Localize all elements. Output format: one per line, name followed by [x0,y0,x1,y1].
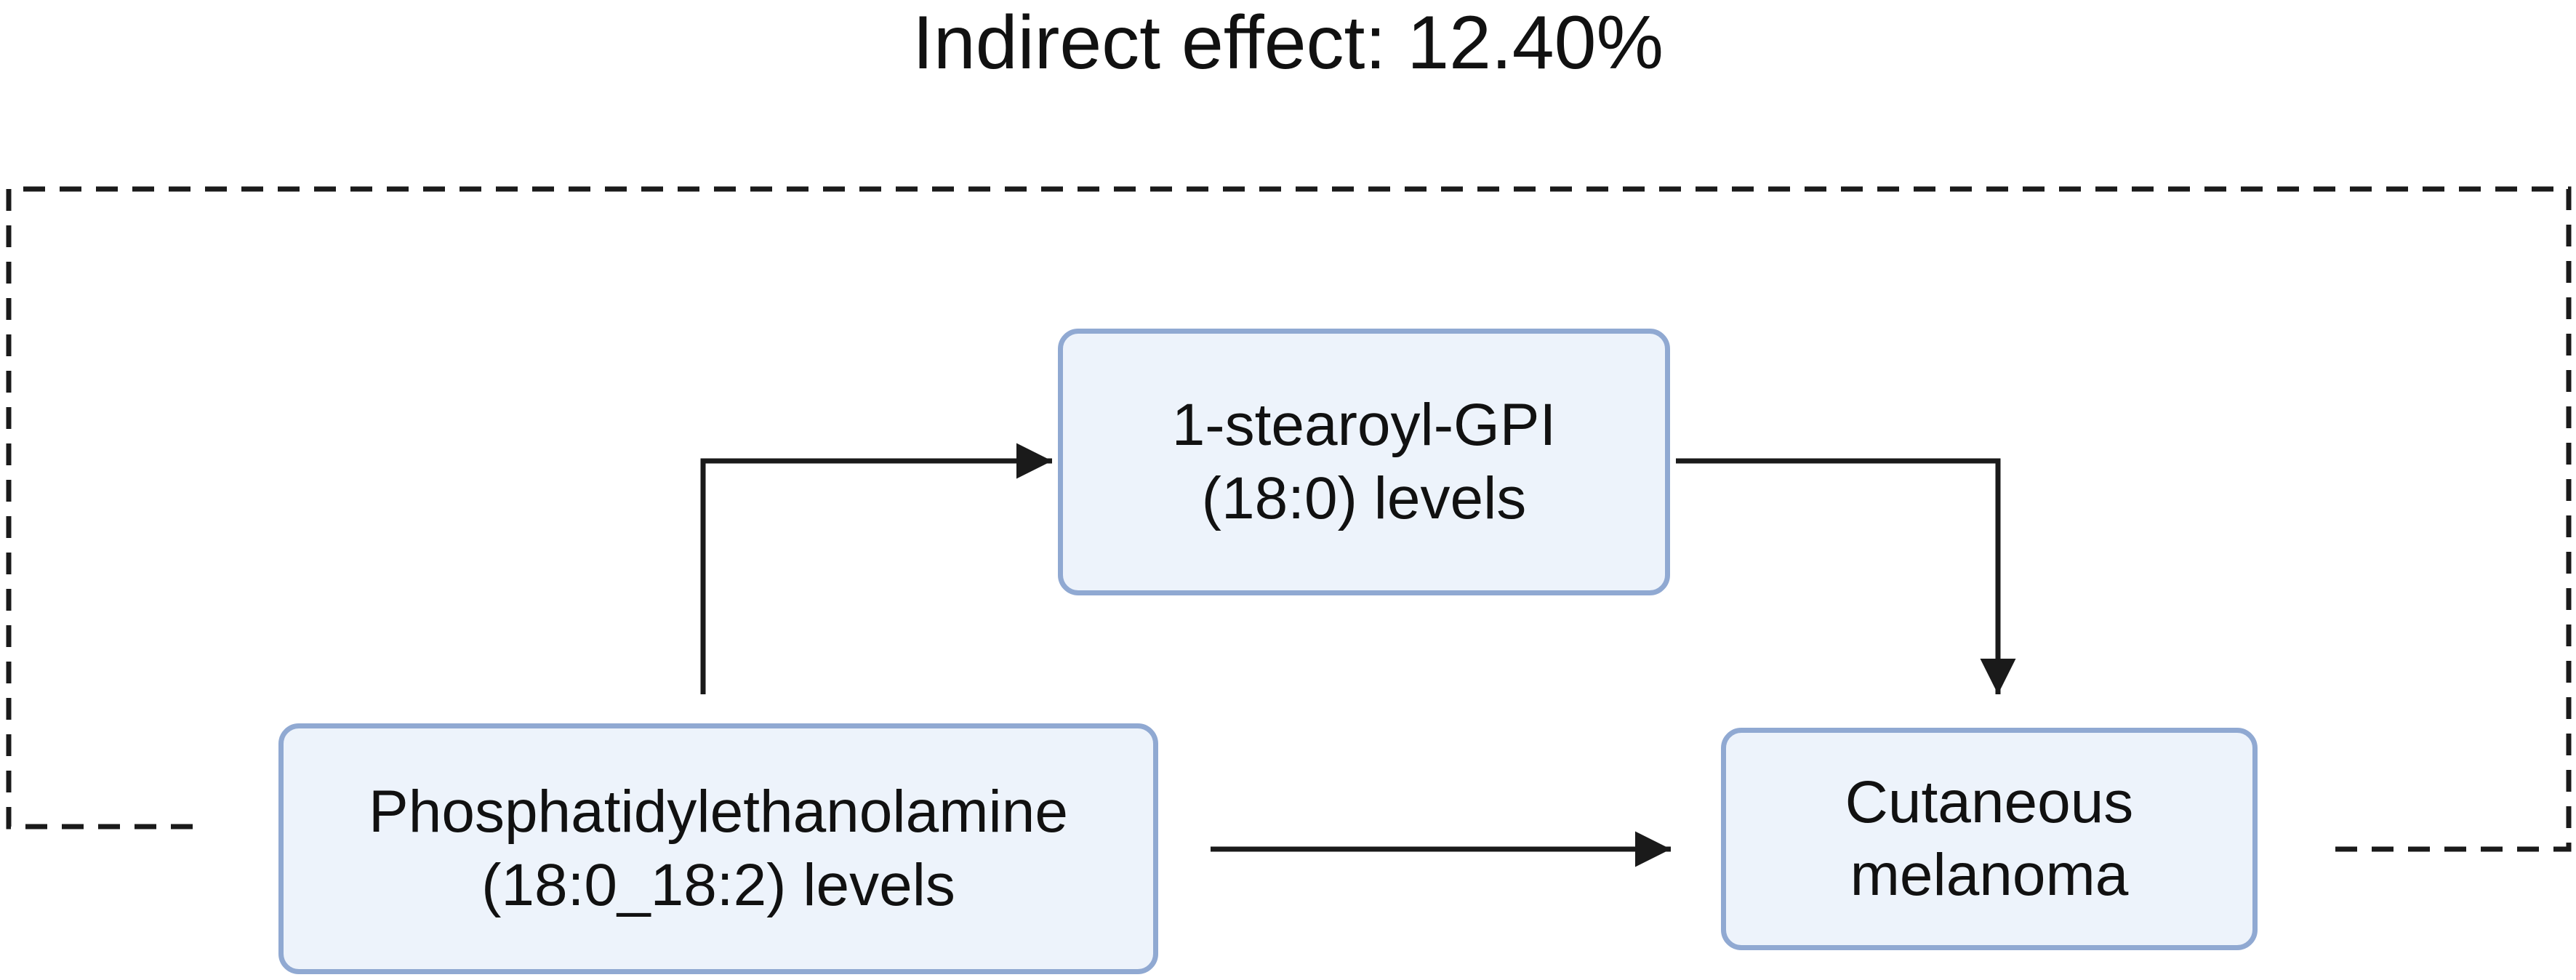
mediator-label-line2: (18:0) levels [1201,465,1527,531]
arrow-mediator-to-outcome [1676,458,2016,694]
mediator-box: 1-stearoyl-GPI (18:0) levels [1058,329,1670,595]
exposure-label-line2: (18:0_18:2) levels [481,851,955,918]
exposure-box: Phosphatidylethanolamine (18:0_18:2) lev… [278,723,1158,974]
mediator-label-line1: 1-stearoyl-GPI [1171,392,1557,459]
outcome-label-line2: melanoma [1850,842,2129,908]
arrow-exposure-to-mediator [700,443,1052,694]
diagram-title: Indirect effect: 12.40% [912,1,1664,85]
outcome-box: Cutaneous melanoma [1721,728,2258,950]
dashed-direct-path [6,186,2572,852]
outcome-label-line1: Cutaneous [1845,768,2134,835]
exposure-label-line1: Phosphatidylethanolamine [369,779,1068,846]
